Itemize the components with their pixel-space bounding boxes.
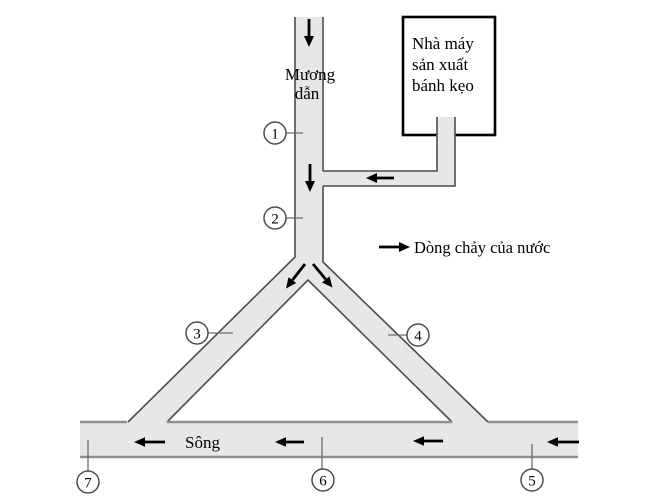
channel-and-branches-fill (128, 17, 488, 422)
factory-pipe-flow-arrow-icon (366, 173, 394, 183)
marker-3: 3 (185, 321, 233, 345)
marker-5: 5 (520, 444, 544, 492)
channel-label-line2: dẫn (295, 84, 320, 103)
legend-flow-arrow-icon (379, 242, 410, 252)
factory-label-line3: bánh kẹo (412, 76, 474, 95)
channel-right-edge-lower (322, 186, 489, 423)
flow-arrows (134, 19, 579, 447)
sampling-markers: 1 2 3 4 5 6 7 (76, 121, 544, 494)
channel-label-line1: Mương (285, 65, 336, 84)
marker-1: 1 (263, 121, 303, 145)
factory-box (401, 15, 497, 137)
river-flow-arrow-2-icon (275, 437, 304, 447)
marker-4: 4 (388, 323, 430, 347)
river-label: Sông (185, 433, 220, 452)
river-flow-arrow-1-icon (134, 437, 165, 447)
split-left-flow-arrow-icon (286, 263, 307, 289)
marker-2-label: 2 (271, 212, 279, 228)
marker-7: 7 (76, 440, 100, 494)
marker-7-label: 7 (84, 476, 92, 492)
marker-2: 2 (263, 206, 303, 230)
waterway-outlines (127, 17, 489, 423)
factory-label-line2: sản xuất (412, 55, 468, 74)
channel-mid-flow-arrow-icon (305, 164, 315, 192)
legend: Dòng chảy của nước (379, 238, 550, 257)
branch-inner-edges (166, 278, 453, 423)
pipe-top-edge (323, 117, 438, 172)
channel-top-flow-arrow-icon (304, 19, 314, 47)
marker-4-label: 4 (414, 329, 422, 345)
channel-left-edge (127, 17, 296, 423)
river-outlines (80, 420, 578, 459)
waterway-fills (80, 17, 578, 457)
river-fill (80, 422, 578, 457)
factory-pipe-fill (323, 117, 455, 186)
marker-1-label: 1 (271, 127, 279, 143)
marker-5-label: 5 (528, 474, 536, 490)
split-right-flow-arrow-icon (311, 263, 333, 288)
marker-3-label: 3 (193, 327, 201, 343)
factory-label-line1: Nhà máy (412, 34, 474, 53)
pipe-bottom-edge (323, 117, 456, 187)
marker-6-label: 6 (319, 474, 327, 490)
river-flow-arrow-3-icon (413, 436, 443, 446)
marker-6: 6 (311, 437, 335, 492)
legend-label: Dòng chảy của nước (414, 238, 550, 257)
river-flow-arrow-4-icon (547, 437, 579, 447)
